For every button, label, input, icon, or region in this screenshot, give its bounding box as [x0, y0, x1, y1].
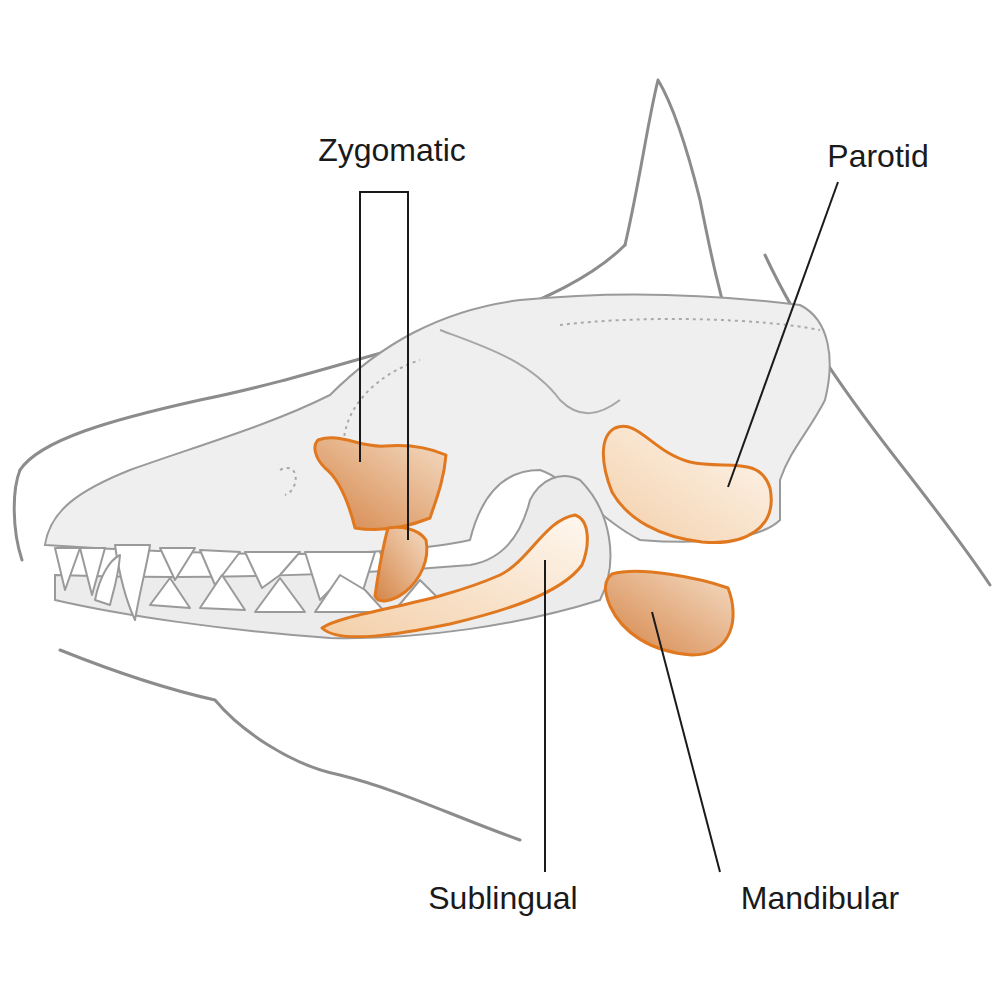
lower-canine	[95, 555, 120, 605]
gland-label: Mandibular	[741, 882, 899, 914]
incisor	[55, 548, 80, 590]
zygomatic-bracket	[360, 192, 408, 540]
salivary-glands	[315, 426, 771, 655]
zygomatic-arch	[440, 330, 620, 413]
lower-premolar	[255, 578, 305, 612]
skull-cranium	[45, 295, 830, 554]
parotid-gland	[603, 426, 771, 542]
nose-line	[14, 470, 22, 560]
leader-lines	[360, 182, 838, 872]
zygomatic-gland-upper	[315, 438, 446, 530]
foramen-dotted	[280, 468, 296, 495]
sublingual-gland	[322, 515, 587, 637]
mandible	[55, 476, 610, 638]
premolar	[160, 548, 195, 580]
lower-premolar	[150, 578, 190, 608]
mandibular-gland	[606, 571, 733, 655]
sublingual-leader	[544, 560, 546, 872]
gland-label: Zygomatic	[318, 134, 466, 166]
gland-label: Parotid	[827, 140, 928, 172]
gland-label: Sublingual	[428, 882, 577, 914]
jaw-line	[60, 650, 520, 840]
zygomatic-gland-lower	[375, 527, 427, 601]
mandibular-leader	[652, 612, 720, 872]
premolar	[245, 552, 300, 588]
cranium-dotted	[560, 319, 820, 330]
parotid-leader	[728, 182, 838, 487]
lower-premolar	[200, 575, 245, 610]
head-outline	[14, 80, 990, 840]
